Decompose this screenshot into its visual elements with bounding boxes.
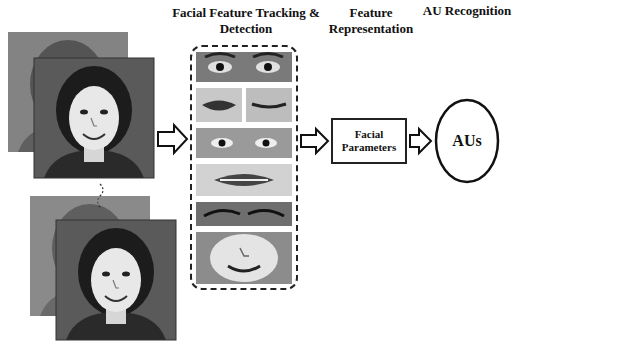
block-arrow (410, 129, 431, 153)
feature-crops (220, 179, 268, 181)
feature-crops (219, 140, 226, 147)
feature-crops (210, 234, 278, 282)
stage-heading: Facial Feature Tracking & Detection (171, 5, 321, 37)
face-stack-top (8, 32, 154, 178)
feature-crops (202, 101, 236, 111)
result-ellipse: AU RecognitionAUs (434, 98, 500, 184)
feature-crops (240, 248, 249, 256)
face-stack-top (34, 58, 154, 178)
feature-crops (196, 52, 292, 82)
feature-crops (196, 128, 292, 158)
feature-crops (246, 88, 292, 122)
feature-crops (204, 210, 284, 216)
feature-crops (196, 202, 292, 226)
feature-crops (256, 61, 280, 73)
face-stack-bottom (30, 196, 176, 340)
face-stack-bottom (56, 220, 176, 340)
feature-crops (228, 266, 260, 271)
ellipse-outline (436, 100, 498, 182)
feature-crops (263, 140, 270, 147)
feature-crops (211, 138, 233, 148)
face-stack-top (34, 58, 154, 178)
feature-crops (196, 88, 242, 122)
feature-crops (214, 174, 274, 186)
block-arrow (301, 129, 328, 153)
process-box: Feature RepresentationFacial Parameters (331, 118, 407, 164)
feature-crops (216, 63, 224, 71)
feature-crops (196, 232, 292, 284)
feature-crops (255, 138, 277, 148)
node-label: Facial Parameters (333, 126, 405, 156)
dashed-group-box: Facial Feature Tracking & Detection (190, 45, 298, 290)
stage-heading: AU Recognition (415, 3, 519, 19)
face-stack-bottom (56, 220, 176, 340)
stage-heading: Feature Representation (313, 5, 429, 37)
feature-crops (252, 104, 286, 107)
feature-crops (264, 63, 272, 71)
feature-crops (208, 61, 232, 73)
input-arrow (158, 125, 187, 153)
feature-crops (205, 54, 283, 58)
node-label: AUs (452, 132, 481, 150)
feature-crops (196, 164, 292, 196)
feature-crops (196, 52, 292, 284)
